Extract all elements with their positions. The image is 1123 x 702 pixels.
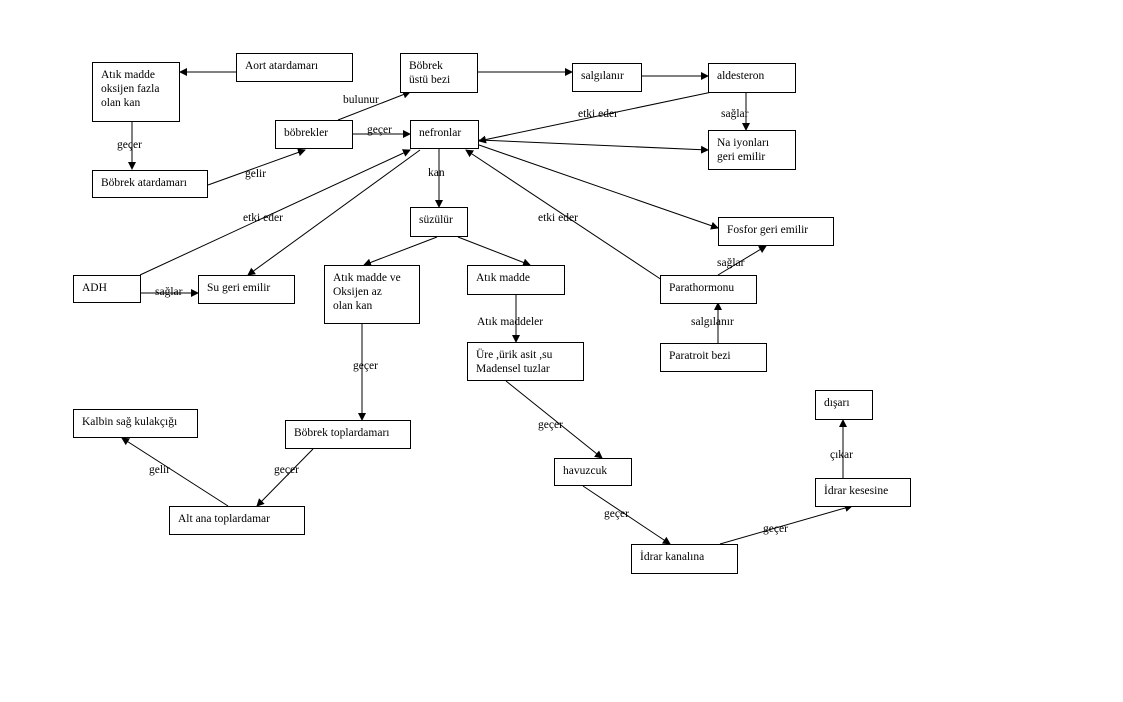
node-salgilanir: salgılanır <box>572 63 642 92</box>
node-atik-madde-oksijen-az: Atık madde ve Oksijen az olan kan <box>324 265 420 324</box>
node-bobrek-atardamari: Böbrek atardamarı <box>92 170 208 198</box>
node-bobrek-ustu-bezi: Böbrek üstü bezi <box>400 53 478 93</box>
arrow-nefronlar-to-fosfor <box>478 144 719 230</box>
node-suzulur: süzülür <box>410 207 468 237</box>
arrow-alt-ana-to-kalbin <box>121 437 229 507</box>
node-idrar-kesesine: İdrar kesesine <box>815 478 911 507</box>
label-gecer-havuzcuk: geçer <box>538 419 563 431</box>
node-paratroit-bezi: Paratroit bezi <box>660 343 767 372</box>
label-gelir-kalbin: gelir <box>149 464 171 476</box>
label-etki-eder-parathormon: etki eder <box>538 212 578 224</box>
label-etki-eder-aldesteron: etki eder <box>578 108 618 120</box>
node-aldesteron: aldesteron <box>708 63 796 93</box>
label-gecer-idrar-kanalina: geçer <box>604 508 629 520</box>
node-ure-urik-asit: Üre ,ürik asit ,su Madensel tuzlar <box>467 342 584 381</box>
arrow-suzulur-to-atik-madde <box>457 236 531 267</box>
arrow-aldesteron-to-nefronlar <box>478 91 713 144</box>
node-bobrekler: böbrekler <box>275 120 353 149</box>
arrow-bobrek-toplardamari-to-alt-ana <box>256 448 314 507</box>
label-atik-maddeler: Atık maddeler <box>477 316 544 328</box>
node-nefronlar: nefronlar <box>410 120 479 149</box>
label-gecer-idrar-kesesine: geçer <box>763 523 788 535</box>
arrow-bobrek-atardamari-to-bobrekler <box>207 148 306 186</box>
label-saglar-parathormon: sağlar <box>717 257 745 269</box>
node-idrar-kanalina: İdrar kanalına <box>631 544 738 574</box>
label-bulunur: bulunur <box>343 94 379 106</box>
arrow-parathormonu-to-nefronlar <box>465 149 663 281</box>
label-cikar: çıkar <box>830 449 853 461</box>
node-na-iyonlari: Na iyonları geri emilir <box>708 130 796 170</box>
node-aort-atardamari: Aort atardamarı <box>236 53 353 82</box>
node-fosfor-geri-emilir: Fosfor geri emilir <box>718 217 834 246</box>
node-bobrek-toplardamari: Böbrek toplardamarı <box>285 420 411 449</box>
label-kan: kan <box>428 167 445 179</box>
node-adh: ADH <box>73 275 141 303</box>
node-kalbin-sag-kulakcigi: Kalbin sağ kulakçığı <box>73 409 198 438</box>
node-disari: dışarı <box>815 390 873 420</box>
arrow-ure-to-havuzcuk <box>505 380 603 459</box>
label-saglar-adh: sağlar <box>155 286 183 298</box>
arrow-havuzcuk-to-idrar-kanalina <box>582 485 671 545</box>
node-su-geri-emilir: Su geri emilir <box>198 275 295 304</box>
label-gecer-oksijen-az: geçer <box>353 360 378 372</box>
arrow-bobrekler-to-bobrek-ustu-bezi <box>337 90 411 121</box>
arrow-idrar-kanalina-to-idrar-kesesine <box>719 504 853 545</box>
label-gecer-oksijen-fazla: geçer <box>117 139 142 151</box>
label-gecer-bobrekler-nefronlar: geçer <box>367 124 392 136</box>
label-salgilanir-paratroit: salgılanır <box>691 316 734 328</box>
node-parathormonu: Parathormonu <box>660 275 757 304</box>
arrow-suzulur-to-atik-madde-oksijen-az <box>363 236 438 267</box>
arrow-parathormonu-to-fosfor <box>717 245 767 276</box>
label-etki-eder-adh: etki eder <box>243 212 283 224</box>
node-havuzcuk: havuzcuk <box>554 458 632 486</box>
node-atik-madde: Atık madde <box>467 265 565 295</box>
node-atik-madde-oksijen-fazla: Atık madde oksijen fazla olan kan <box>92 62 180 122</box>
label-gecer-alt-ana: geçer <box>274 464 299 476</box>
arrow-nefronlar-to-na-iyonlari <box>478 139 709 154</box>
node-alt-ana-toplardamar: Alt ana toplardamar <box>169 506 305 535</box>
arrow-nefronlar-to-su-geri-emilir <box>247 149 421 276</box>
label-gelir-bobrek-atardamari: gelir <box>245 168 267 180</box>
arrow-adh-to-nefronlar <box>139 149 411 276</box>
label-saglar-aldesteron: sağlar <box>721 108 749 120</box>
